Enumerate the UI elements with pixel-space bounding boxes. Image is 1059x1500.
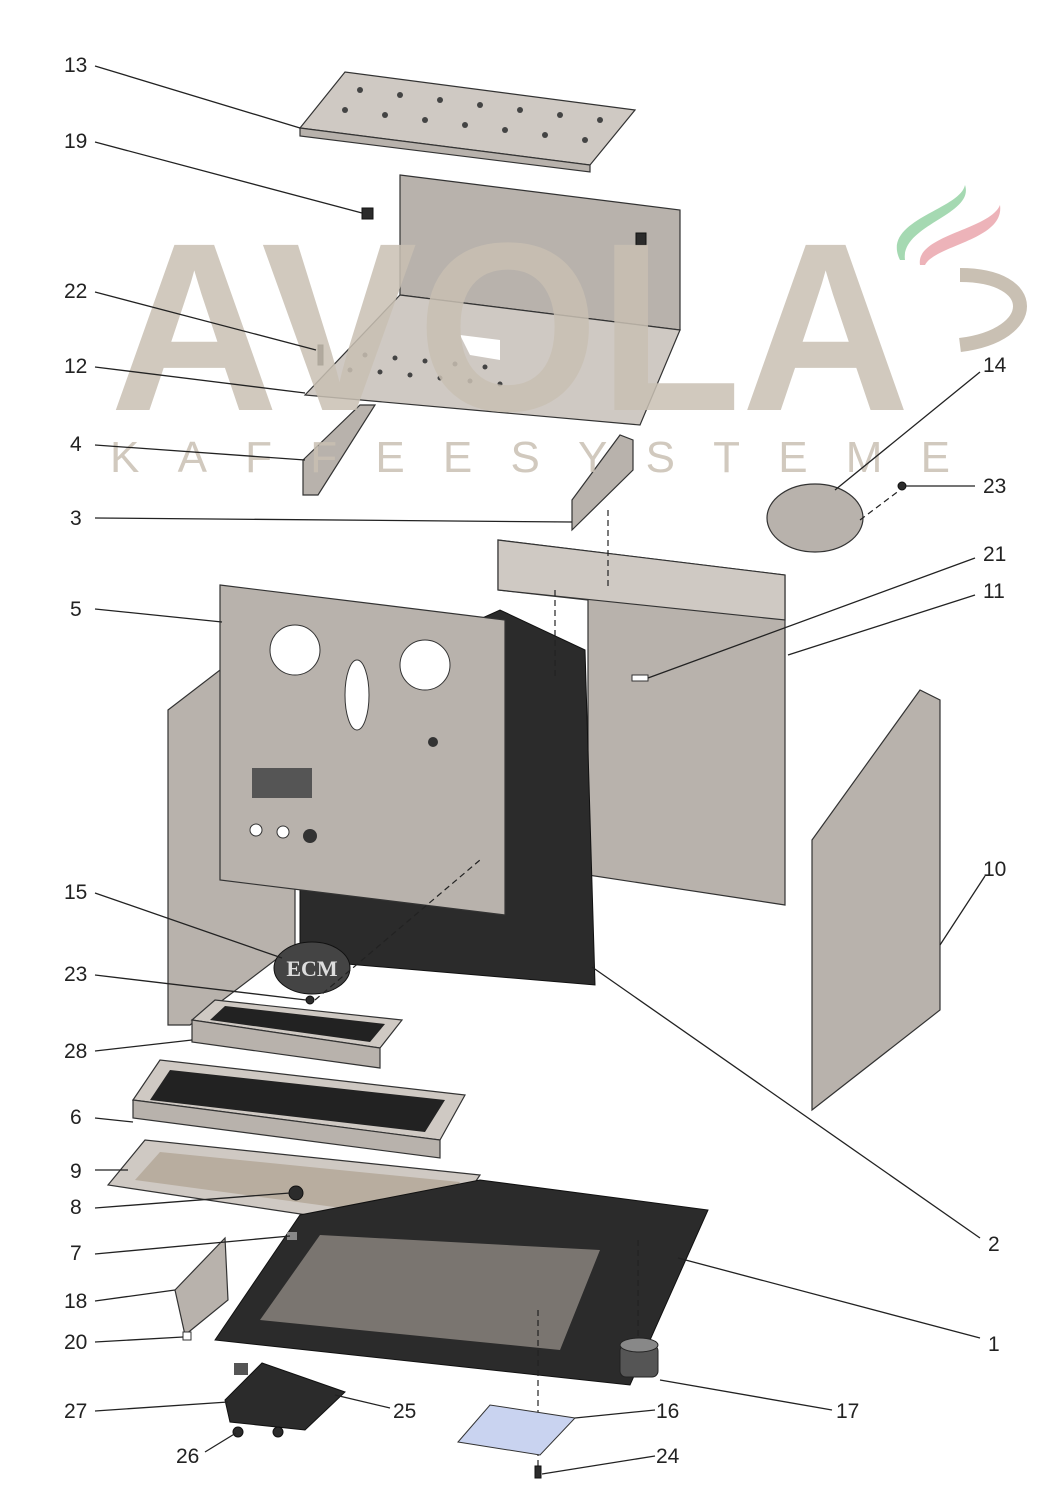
callout-27: 27	[64, 1400, 87, 1423]
part-19-clip	[361, 207, 374, 220]
callout-18: 18	[64, 1290, 87, 1313]
part-6-drip-grid	[131, 1059, 466, 1159]
part-8-float	[288, 1185, 304, 1201]
badge-text: ECM	[286, 956, 338, 981]
part-15-badge: ECM	[273, 941, 351, 995]
callout-10: 10	[983, 858, 1006, 881]
callout-24: 24	[656, 1445, 680, 1468]
part-12-top-frame	[303, 174, 681, 426]
callout-13: 13	[64, 54, 87, 77]
part-17-foot	[619, 1240, 659, 1378]
callout-12: 12	[64, 355, 87, 378]
callout-2: 2	[988, 1233, 1000, 1256]
part-23-screw	[897, 481, 907, 491]
cup-handle-icon	[959, 268, 1027, 352]
callout-23-top: 23	[983, 475, 1006, 498]
callout-19: 19	[64, 130, 87, 153]
steam-green-icon	[896, 185, 966, 260]
part-3-bracket	[571, 434, 634, 532]
callout-labels: 13 19 22 12 4 3 5 14 23 21 11 10 15 23 2…	[64, 54, 1007, 1468]
steam-red-icon	[919, 205, 1001, 265]
part-23-screw-lower	[305, 995, 315, 1005]
watermark-brand: AVOLA	[110, 193, 910, 461]
callout-26: 26	[176, 1445, 199, 1468]
callout-7: 7	[70, 1242, 82, 1265]
part-16-plate	[457, 1404, 577, 1456]
part-25-27-pump-mount	[224, 1362, 346, 1431]
callout-21: 21	[983, 543, 1006, 566]
part-1-base	[214, 1179, 709, 1386]
callout-25: 25	[393, 1400, 416, 1423]
part-18-guard	[174, 1236, 229, 1337]
callout-16: 16	[656, 1400, 679, 1423]
part-28-small-grid	[190, 999, 404, 1069]
part-10-side-panel	[811, 689, 941, 1112]
part-26-nut	[232, 1426, 244, 1438]
part-26-nut-b	[272, 1426, 284, 1438]
part-7-pin	[287, 1232, 297, 1240]
callout-3: 3	[70, 507, 82, 530]
callout-17: 17	[836, 1400, 859, 1423]
part-20-screw	[182, 1331, 192, 1341]
part-22-screw	[317, 344, 324, 366]
callout-15: 15	[64, 881, 87, 904]
callout-11: 11	[983, 580, 1005, 603]
watermark-logo: AVOLA KAFFEESYSTEME	[110, 185, 1027, 482]
callout-5: 5	[70, 598, 82, 621]
callout-6: 6	[70, 1106, 82, 1129]
part-13-cup-grid	[298, 71, 637, 173]
callout-4: 4	[70, 433, 82, 456]
part-14-cover	[766, 483, 864, 553]
callout-23-bottom: 23	[64, 963, 87, 986]
callout-14: 14	[983, 354, 1007, 377]
part-21-bolt	[631, 674, 649, 682]
callout-22: 22	[64, 280, 87, 303]
part-5-front-panel	[219, 584, 506, 916]
part-4-bracket	[302, 404, 377, 496]
callout-8: 8	[70, 1196, 82, 1219]
part-24-screw	[534, 1465, 542, 1479]
callout-20: 20	[64, 1331, 87, 1354]
callout-1: 1	[988, 1333, 1000, 1356]
callout-28: 28	[64, 1040, 87, 1063]
leader-lines	[94, 65, 986, 1475]
callout-9: 9	[70, 1160, 82, 1183]
